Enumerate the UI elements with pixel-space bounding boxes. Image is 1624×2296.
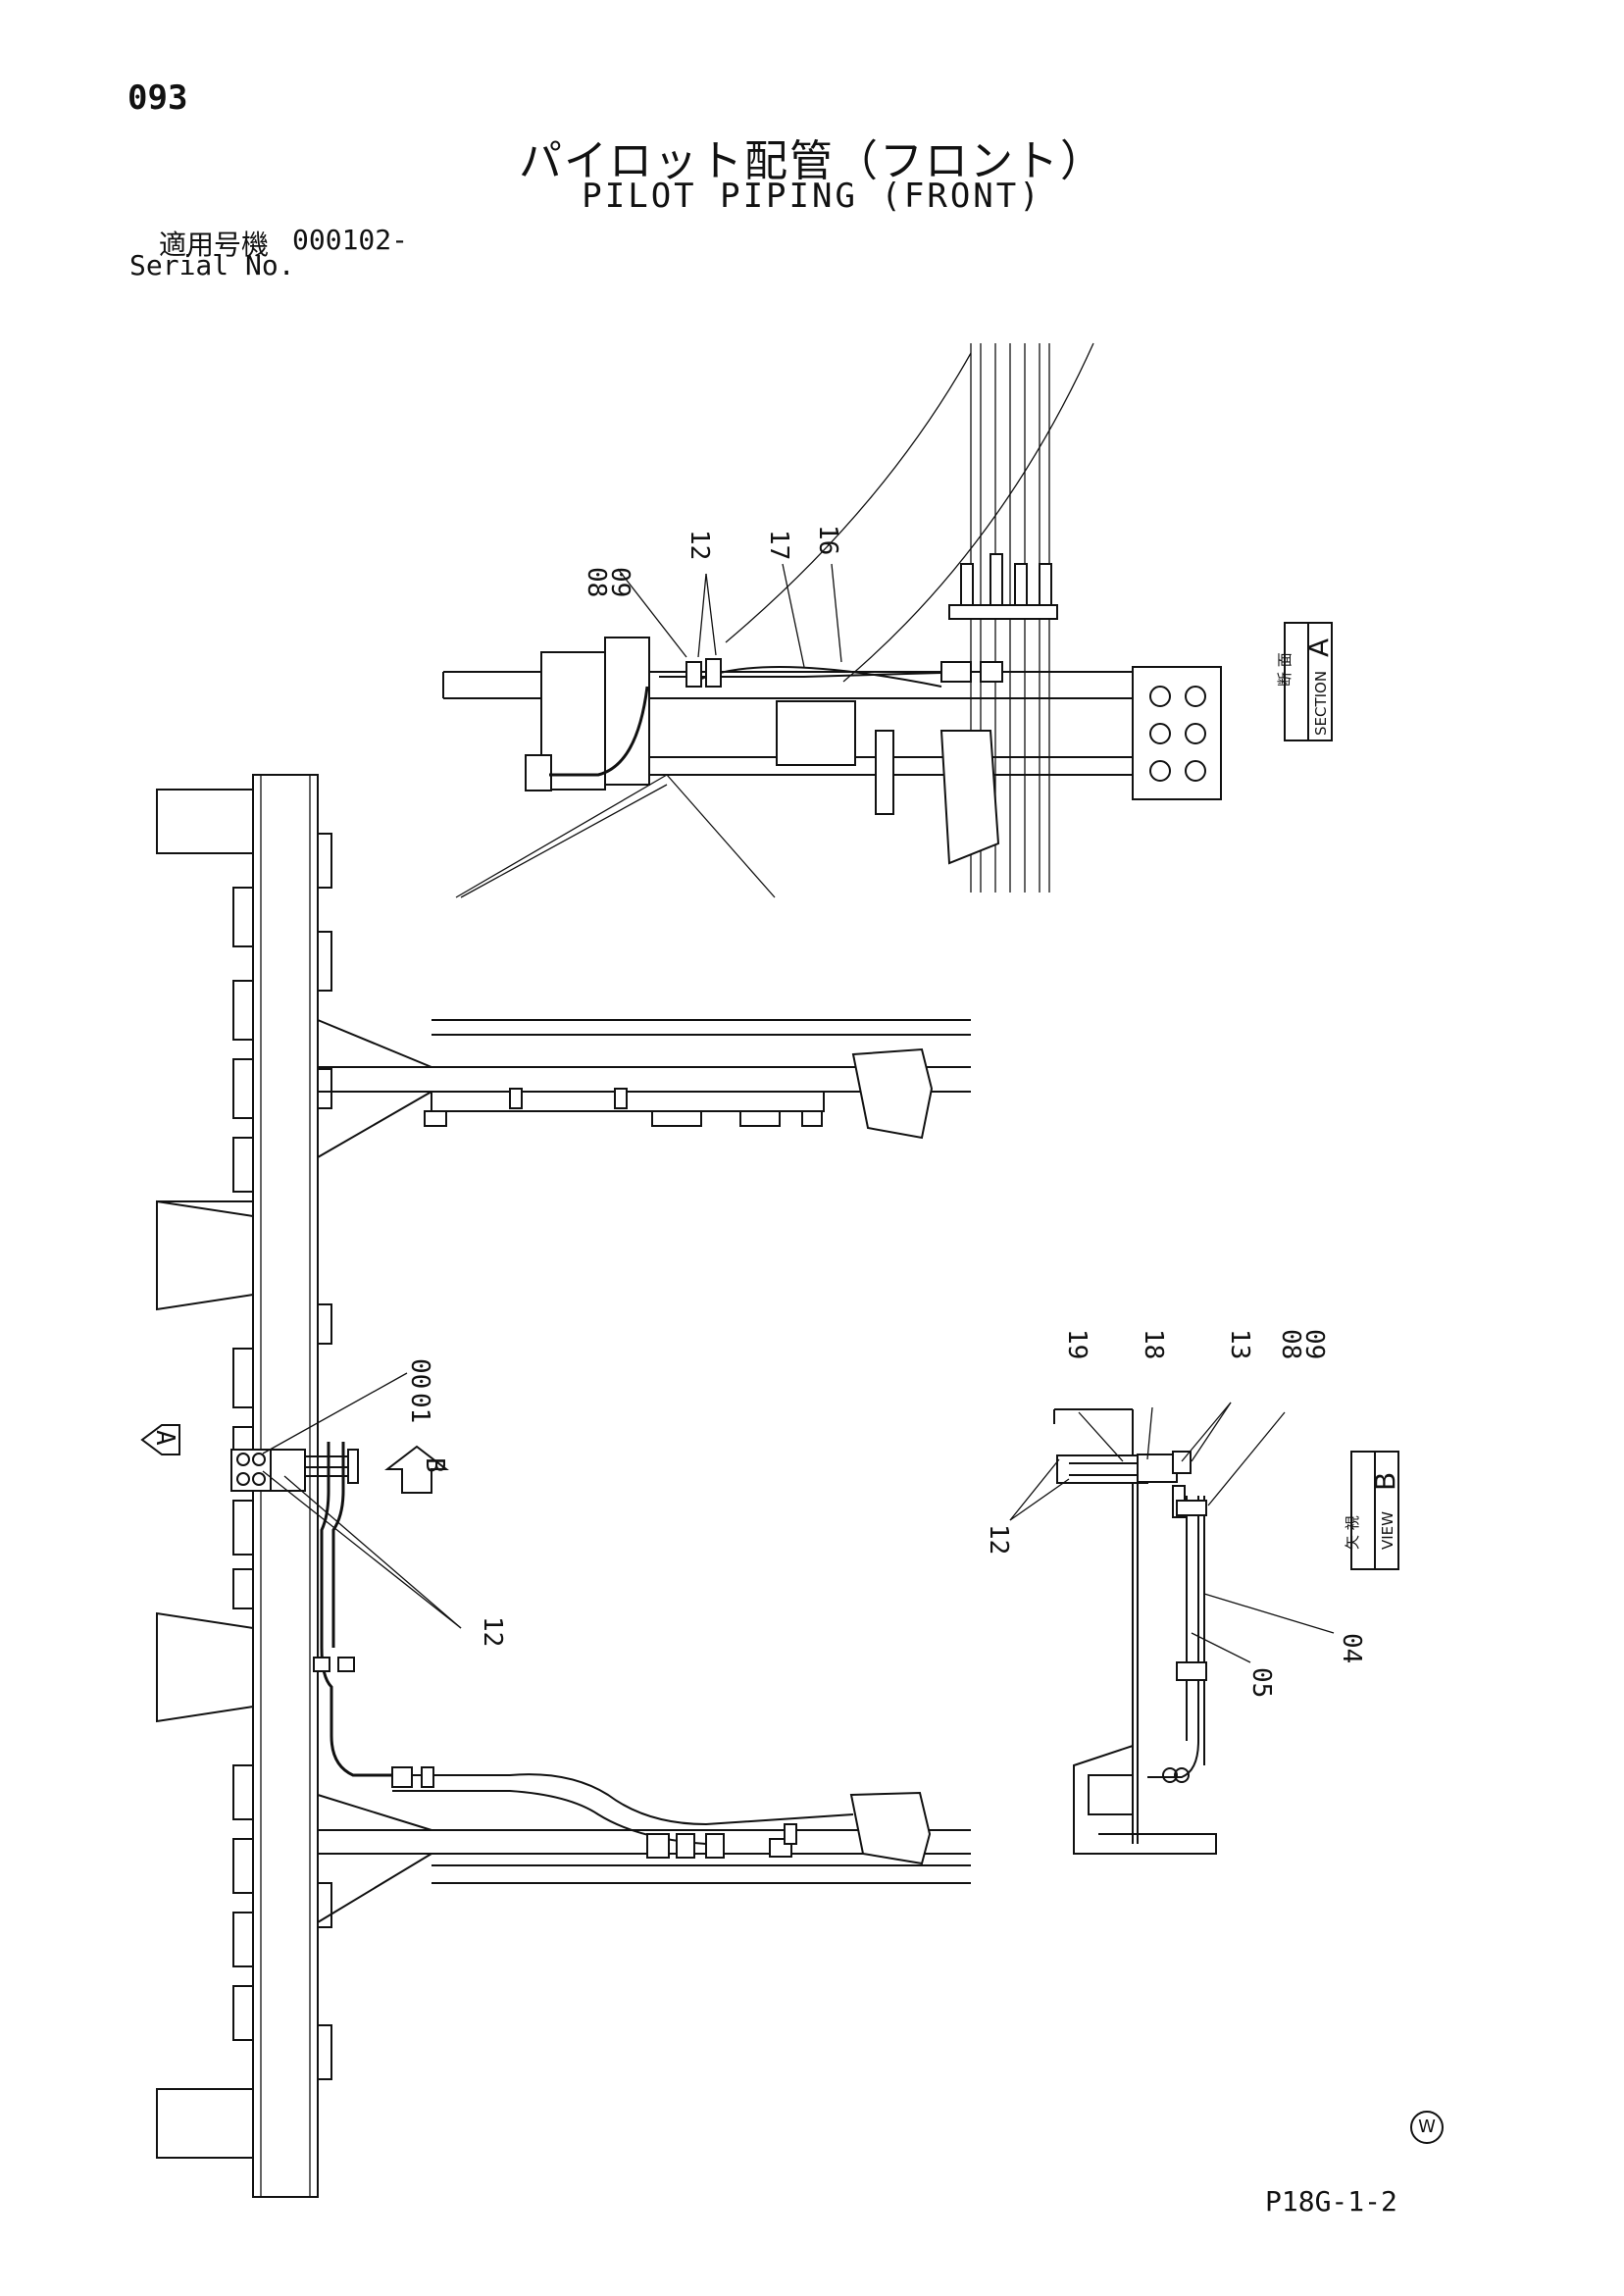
section-a-label-16: 16	[813, 525, 842, 555]
drawing-code: P18G-1-2	[1265, 2185, 1397, 2218]
arrow-b-label: B	[420, 1457, 449, 1473]
view-b-label-18: 18	[1139, 1329, 1168, 1359]
section-a-label-12: 12	[685, 530, 714, 560]
page-number: 093	[127, 78, 188, 118]
section-a-en: SECTION	[1312, 671, 1330, 736]
main-label-00: 00	[405, 1358, 434, 1389]
view-b-drawing: 19 18 13 08 09 12 04 05 矢 視 VIEW B	[984, 1329, 1401, 1855]
view-b-letter: B	[1369, 1472, 1401, 1491]
section-a-drawing: 08 09 12 17 16 断 面 SECTION A	[442, 342, 1335, 898]
section-a-label-17: 17	[764, 530, 793, 560]
view-b-label-12: 12	[984, 1524, 1013, 1555]
serial-value: 000102-	[292, 224, 409, 256]
view-b-label-08: 08	[1276, 1329, 1305, 1359]
section-a-label-09: 09	[605, 567, 634, 597]
main-label-12: 12	[478, 1616, 507, 1647]
title-english: PILOT PIPING (FRONT)	[582, 177, 1042, 216]
section-a-label-08: 08	[582, 567, 611, 597]
view-b-label-19: 19	[1062, 1329, 1091, 1359]
view-b-label-05: 05	[1246, 1667, 1276, 1698]
w-mark: W	[1410, 2111, 1444, 2144]
view-b-label-04: 04	[1337, 1633, 1366, 1663]
view-b-label-09: 09	[1299, 1329, 1329, 1359]
view-b-en: VIEW	[1379, 1511, 1396, 1550]
main-view-drawing: A B 00 01 12	[140, 774, 971, 2198]
view-b-jp: 矢 視	[1344, 1515, 1361, 1550]
main-label-01: 01	[405, 1393, 434, 1423]
serial-label-english: Serial No.	[129, 249, 295, 281]
section-a-letter: A	[1302, 638, 1335, 657]
title-japanese: パイロット配管（フロント）	[519, 136, 1105, 186]
serial-label-japanese: 適用号機	[159, 229, 270, 261]
section-a-jp: 断 面	[1276, 652, 1294, 687]
arrow-a-label: A	[150, 1430, 179, 1446]
view-b-label-13: 13	[1225, 1329, 1254, 1359]
